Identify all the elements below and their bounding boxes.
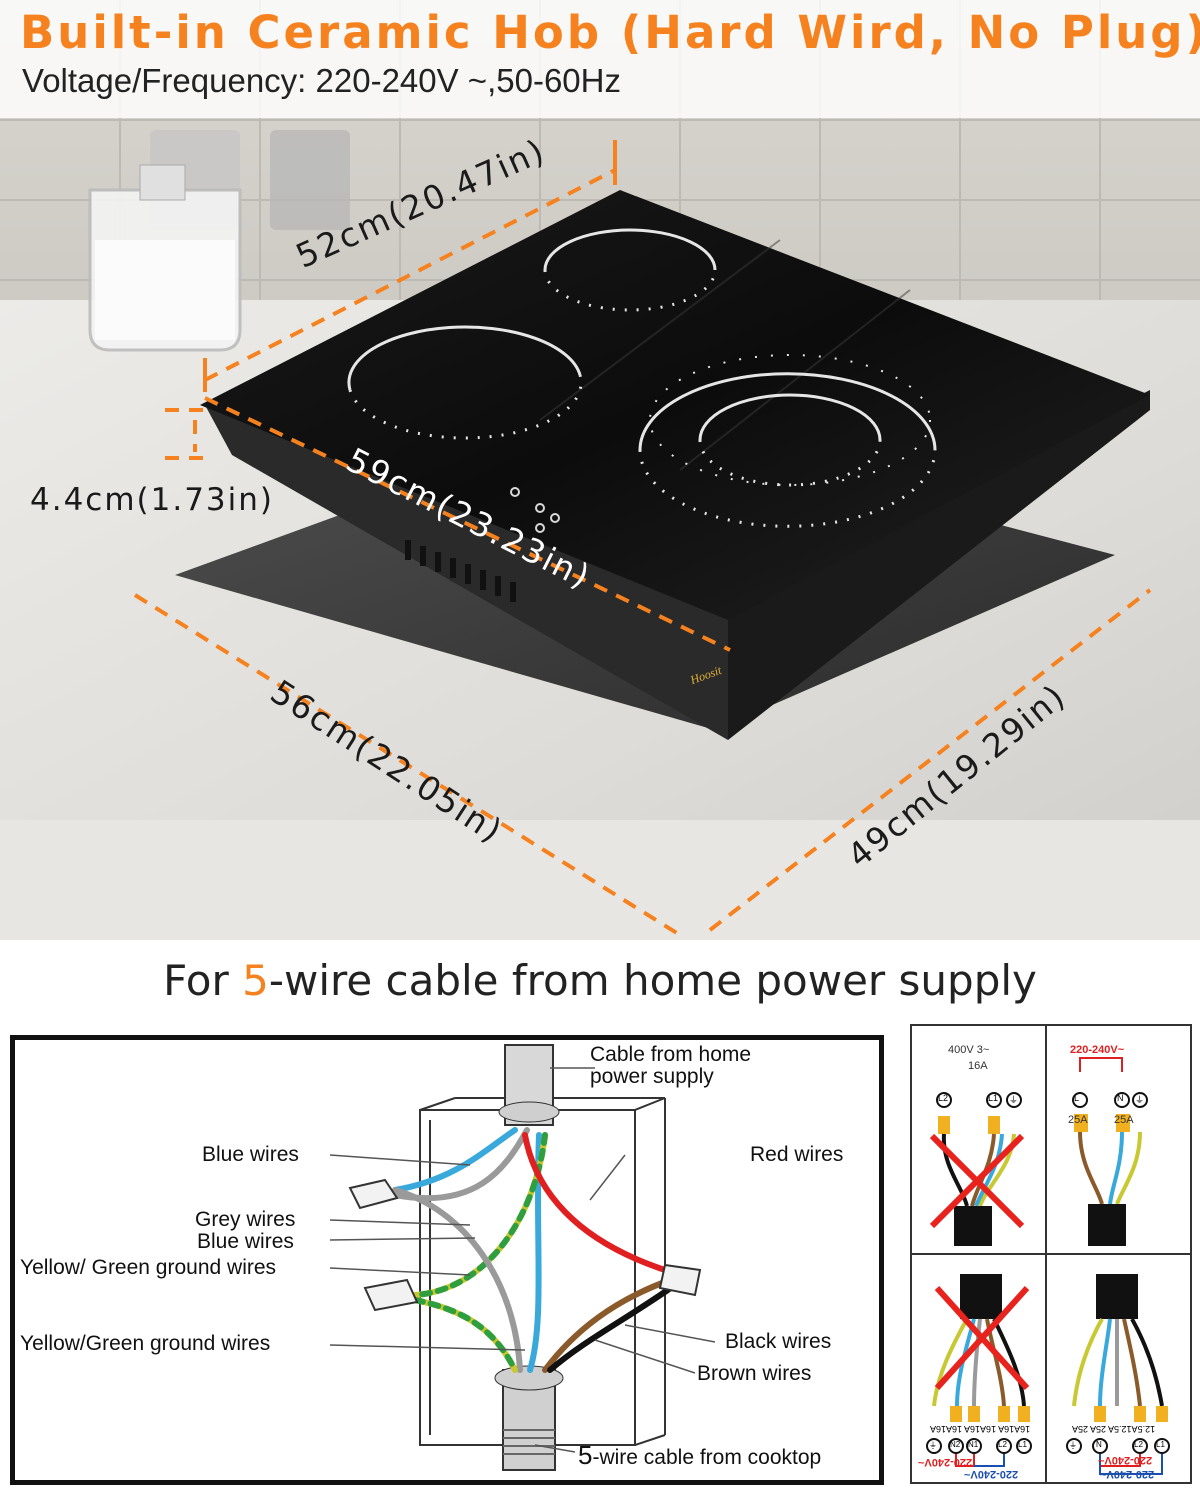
wiring-heading-rest: -wire cable from home power supply	[268, 956, 1037, 1005]
tl-terminal-1: L2	[938, 1093, 949, 1103]
grey-wires-label: Grey wires	[195, 1208, 296, 1231]
cell-br-wiring	[1066, 1274, 1170, 1475]
bl-terminal-3: N1	[968, 1440, 979, 1449]
bl-terminal-5: L1	[1018, 1440, 1027, 1449]
brown-wires-label: Brown wires	[697, 1362, 812, 1385]
br-terminal-1: ⏚	[1069, 1441, 1077, 1450]
wire-connectors	[348, 1178, 702, 1312]
br-terminal-3: L2	[1134, 1440, 1143, 1449]
tl-voltage: 400V 3~	[948, 1044, 990, 1056]
bl-voltage-1: 220-240V~	[918, 1456, 973, 1468]
br-terminal-4: L1	[1156, 1440, 1165, 1449]
dimension-lines	[133, 168, 1152, 937]
product-photo	[0, 0, 1200, 940]
top-cable-label: Cable from home power supply	[590, 1043, 752, 1088]
br-voltage-1: 220-240V~	[1098, 1454, 1153, 1466]
tr-rating-2: 25A	[1114, 1114, 1134, 1126]
touch-controls	[510, 487, 560, 533]
junction-box-drawing	[329, 1044, 716, 1471]
red-wires-label: Red wires	[750, 1143, 844, 1166]
glass-top	[200, 190, 1150, 620]
bl-voltage-2: 220-240V~	[964, 1468, 1019, 1480]
tr-terminal-2: N	[1117, 1093, 1124, 1103]
leader-lines	[329, 1067, 716, 1453]
burners	[347, 228, 937, 528]
tr-rating-1: 25A	[1068, 1114, 1088, 1126]
cell-tr-wiring	[1072, 1057, 1148, 1246]
cell-bl-wiring	[926, 1274, 1032, 1467]
yellow-green-wires-label-2: Yellow/Green ground wires	[20, 1332, 271, 1355]
yellow-green-wires-label-1: Yellow/ Green ground wires	[20, 1256, 277, 1279]
connection-grid: 400V 3~ 16A L2 L1 ⏚ 220-240V~ L N ⏚ 25A …	[910, 1024, 1192, 1484]
wiring-heading: For 5-wire cable from home power supply	[0, 956, 1200, 1005]
tr-terminal-1: L	[1074, 1093, 1080, 1103]
br-voltage-2: 220-240V~	[1100, 1468, 1155, 1480]
wiring-diagram: Cable from home power supply Blue wires …	[10, 1035, 884, 1485]
kitchen-scene	[0, 0, 1200, 940]
wires	[392, 1127, 678, 1373]
br-ratings: 12.5A12.5A 25A 25A	[1072, 1424, 1156, 1434]
br-terminal-2: N	[1096, 1440, 1102, 1449]
voltage-subtitle: Voltage/Frequency: 220-240V ~,50-60Hz	[22, 62, 621, 99]
vents	[405, 540, 516, 602]
wiring-heading-number: 5	[242, 956, 269, 1005]
tl-terminal-3: ⏚	[1009, 1095, 1019, 1105]
tl-terminal-2: L1	[988, 1093, 999, 1103]
tr-voltage: 220-240V~	[1070, 1044, 1125, 1056]
blue-wires-label-2: Blue wires	[197, 1230, 294, 1253]
bl-terminal-1: ⏚	[929, 1441, 937, 1450]
tl-current: 16A	[968, 1060, 988, 1072]
connection-grid-drawing	[912, 1026, 1190, 1482]
header-band	[0, 0, 1200, 118]
black-wires-label: Black wires	[725, 1330, 832, 1353]
tr-terminal-3: ⏚	[1135, 1095, 1145, 1105]
bl-ratings: 16A16A 16A16A 16A16A	[930, 1424, 1031, 1434]
jars	[88, 130, 350, 352]
bl-terminal-4: L2	[998, 1440, 1007, 1449]
cell-tl-wiring	[929, 1092, 1025, 1246]
bottom-cable-text: -wire cable from cooktop	[592, 1446, 822, 1469]
wiring-heading-prefix: For	[163, 956, 229, 1005]
bottom-cable-label: 5-wire cable from cooktop	[578, 1440, 821, 1471]
blue-wires-label: Blue wires	[202, 1143, 299, 1166]
bl-terminal-2: N2	[950, 1440, 961, 1449]
page-title: Built-in Ceramic Hob (Hard Wird, No Plug…	[20, 6, 1200, 59]
bottom-cable-number: 5	[578, 1440, 593, 1470]
height-dimension-label: 4.4cm(1.73in)	[30, 482, 275, 518]
